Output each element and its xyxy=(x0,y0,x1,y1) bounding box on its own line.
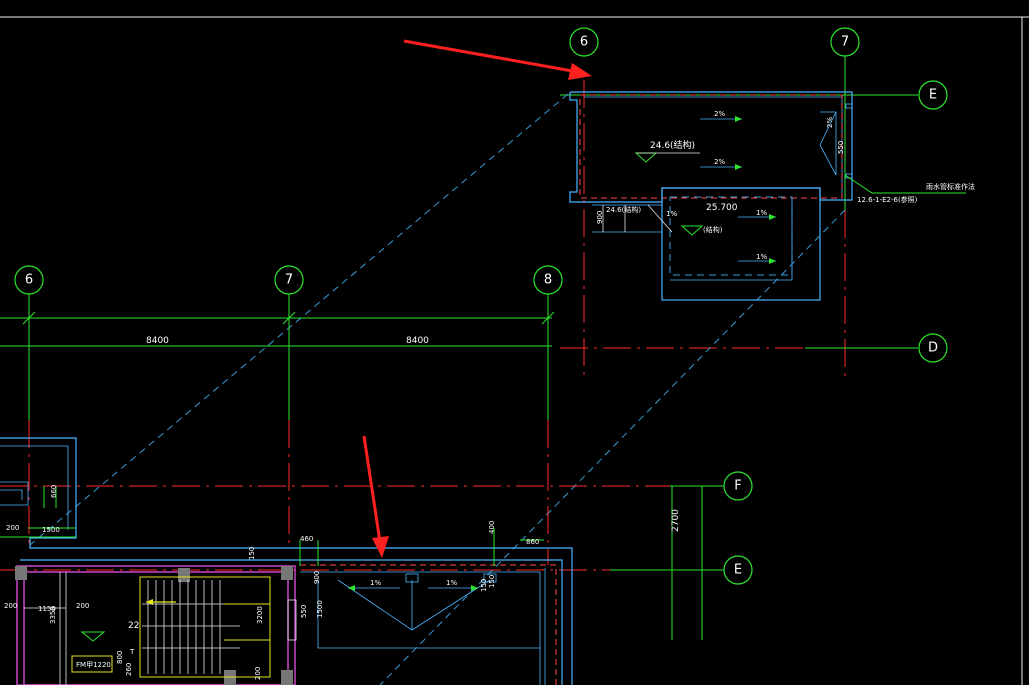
dim-1500-b: 1500 xyxy=(316,600,324,618)
dim-span-7-8: 8400 xyxy=(406,336,429,346)
dim-550-top: 550 xyxy=(837,141,845,154)
stair-treads xyxy=(142,580,240,674)
top-detail-axes xyxy=(560,56,918,380)
dim-900-top: 900 xyxy=(596,211,604,224)
stair-T-mark: T xyxy=(129,648,135,656)
top-detail-annotations: 2% 2% 24.6(结构) 24.6(结构) 900 1% 25.700 (结… xyxy=(596,110,975,264)
dim-2700: 2700 xyxy=(671,509,681,532)
grid-bubble-top-6: 6 xyxy=(569,27,599,57)
dim-460: 460 xyxy=(300,535,313,543)
grid-bubble-mid-6: 6 xyxy=(14,265,44,295)
slope-1pct-b: 1% xyxy=(756,209,767,217)
slope-2pct-a: 2% xyxy=(714,110,725,118)
elevation-right: 25.700 xyxy=(706,203,738,213)
grid-bubble-mid-8: 8 xyxy=(533,265,563,295)
dim-1500: 1500 xyxy=(42,526,60,534)
top-detail-walls xyxy=(569,91,853,301)
stair-level: 22 xyxy=(128,621,139,631)
svg-text:F: F xyxy=(734,479,741,494)
bottom-dimension-texts: 660 200 1500 200 1150 200 3350 460 400 8… xyxy=(0,485,544,680)
dim-400: 400 xyxy=(488,521,496,534)
dim-200-b: 200 xyxy=(4,602,17,610)
grid-bubble-top-D: D xyxy=(918,333,948,363)
bottom-plan-walls xyxy=(0,437,573,685)
elevation-right-note: (结构) xyxy=(703,225,723,234)
dim-3200: 3200 xyxy=(256,606,264,624)
dim-900-a: 900 xyxy=(313,571,321,584)
door-tag: FM甲1220 xyxy=(76,661,111,669)
svg-text:E: E xyxy=(929,88,937,103)
dim-660: 660 xyxy=(50,485,58,498)
dim-800: 800 xyxy=(116,651,124,664)
slope-1pct-c: 1% xyxy=(756,253,767,261)
svg-text:E: E xyxy=(734,563,742,578)
svg-text:8: 8 xyxy=(544,273,552,288)
svg-text:6: 6 xyxy=(580,35,588,50)
grid-bubble-bot-E: E xyxy=(723,555,753,585)
dim-150-b: 150 xyxy=(488,575,496,588)
dim-3350: 3350 xyxy=(49,606,57,624)
drawing-frame xyxy=(0,16,1029,685)
dim-550: 550 xyxy=(300,605,308,618)
grid-bubble-bot-F: F xyxy=(723,471,753,501)
dim-150-a: 150 xyxy=(248,547,256,560)
dim-860: 860 xyxy=(526,538,539,546)
middle-grid-axes xyxy=(0,294,555,565)
dim-200-a: 200 xyxy=(6,524,19,532)
dim-200-d: 200 xyxy=(254,667,262,680)
slope-2pct-b: 2% xyxy=(714,158,725,166)
elevation-main: 24.6(结构) xyxy=(650,139,695,151)
dim-span-6-7: 8400 xyxy=(146,336,169,346)
drain-note: 雨水管标准作法 xyxy=(926,182,975,191)
slope-1pct-e: 1% xyxy=(446,579,457,587)
callout-arrow-bottom xyxy=(362,435,389,558)
svg-text:6: 6 xyxy=(25,273,33,288)
grid-bubble-top-7: 7 xyxy=(830,27,860,57)
stairwell-block: 22 T FM甲1220 xyxy=(15,565,297,685)
grid-bubble-mid-7: 7 xyxy=(274,265,304,295)
callout-arrow-top xyxy=(403,39,592,80)
slope-2pct-v: 2% xyxy=(826,117,834,128)
dim-200-c: 200 xyxy=(76,602,89,610)
dim-1150: 1150 xyxy=(38,605,56,613)
slope-1pct-d: 1% xyxy=(370,579,381,587)
elevation-lower: 24.6(结构) xyxy=(606,205,641,214)
drain-ref: 12.6-1-E2-6(参照) xyxy=(857,195,918,204)
slope-1pct-a: 1% xyxy=(666,210,677,218)
svg-text:7: 7 xyxy=(841,35,849,50)
projection-lines xyxy=(29,93,846,685)
svg-text:D: D xyxy=(928,341,938,356)
grid-bubble-top-E: E xyxy=(918,80,948,110)
bottom-plan-axes xyxy=(0,485,724,640)
dim-260: 260 xyxy=(125,663,133,676)
dim-150-top: 150 xyxy=(480,579,488,592)
svg-text:7: 7 xyxy=(285,273,293,288)
